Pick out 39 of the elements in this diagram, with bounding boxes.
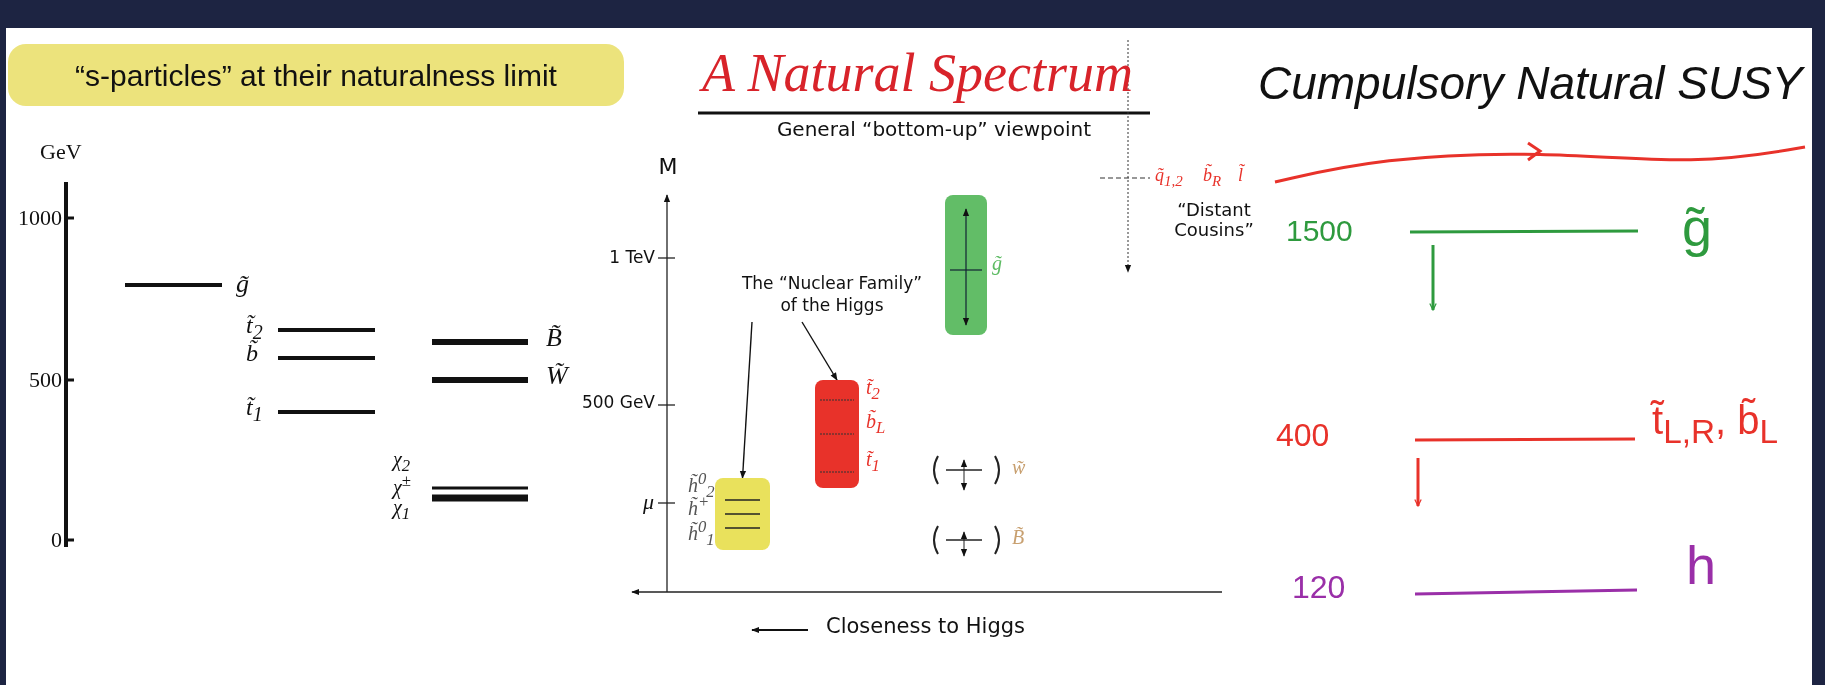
mass-range-box (715, 478, 770, 550)
slide-heading: Cumpulsory Natural SUSY (1258, 58, 1803, 109)
mass-value: 120 (1292, 570, 1346, 606)
tick-label: μ (642, 490, 654, 515)
annotation-text: “Distant Cousins” (1173, 200, 1255, 240)
particle-label: q̃$_{1,2}$ (1155, 166, 1183, 190)
tick-label: 0 (51, 528, 62, 553)
particle-label: w̃ (1012, 456, 1026, 478)
particle-label: b̃$_{R}$ (1203, 166, 1222, 190)
axis-title: M (658, 155, 678, 180)
tick-label: 500 GeV (581, 393, 655, 412)
leader-arrow (801, 321, 838, 381)
particle-label: g̃ (992, 252, 1002, 274)
tick-label: 1 TeV (609, 248, 655, 267)
particle-label: b̃$_{L}$ (866, 410, 886, 438)
particle-label: l̃ (1238, 166, 1243, 186)
particle-label: g̃ (236, 270, 249, 299)
particle-label: t̃$_{1}$ (866, 448, 880, 476)
particle-label: W̃ (546, 362, 568, 391)
mass-value: 400 (1276, 418, 1330, 454)
axis-title: GeV (40, 140, 82, 165)
mass-range-box (815, 380, 859, 488)
mass-range-box (945, 195, 987, 335)
particle-label: t̃$_{L,R}$, b̃$_{L}$ (1652, 398, 1779, 451)
axis-title: Closeness to Higgs (826, 615, 1025, 639)
particle-label: B̃ (546, 324, 562, 353)
particle-label: h (1686, 536, 1717, 596)
annotation-text: The “Nuclear Family” of the Higgs (732, 266, 932, 322)
tick-label: 1000 (18, 206, 62, 231)
particle-label: χ$_{2}$ (393, 448, 411, 476)
subtitle: General “bottom-up” viewpoint (776, 118, 1092, 140)
particle-label: t̃$_{2}$ (866, 376, 880, 404)
title-banner: “s-particles” at their naturalness limit (8, 44, 624, 106)
particle-label: B̃ (1012, 526, 1025, 548)
mass-value: 1500 (1286, 214, 1353, 247)
leader-arrow (739, 321, 753, 479)
particle-label: g̃ (1682, 198, 1713, 258)
particle-label: t̃$_{1}$ (246, 394, 263, 425)
tick-label: 500 (29, 368, 62, 393)
